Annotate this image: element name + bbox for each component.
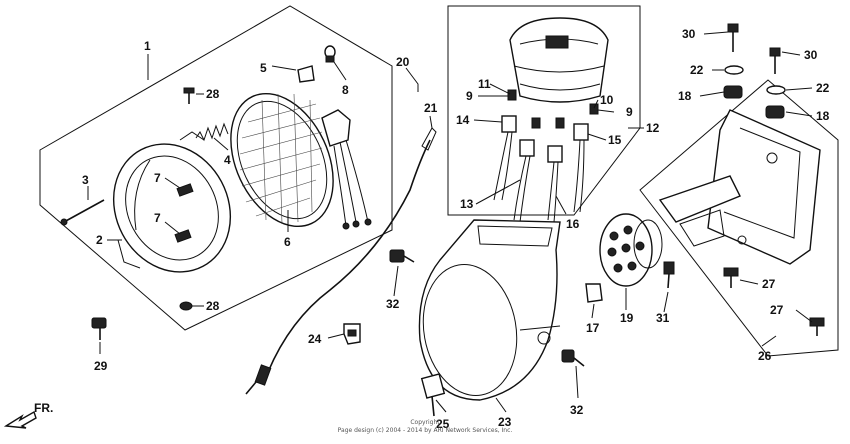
bolt-32-lower [561,349,585,367]
front-direction-arrow: FR. [3,401,53,429]
callout-27-upper: 27 [762,277,776,291]
callout-1: 1 [144,39,151,53]
copyright-footer: Copyright Page design (c) 2004 - 2014 by… [330,419,520,435]
callout-30-right: 30 [804,48,818,62]
bolt-30-right [769,47,781,74]
copyright-line: Copyright [410,419,440,426]
indicator-19 [599,213,663,287]
callout-29: 29 [94,359,108,373]
grommet-17 [585,283,603,303]
bracket-group-outline [639,79,839,357]
callout-28-upper: 28 [206,87,220,101]
speedometer-cable [245,127,437,395]
bolt-32-upper [389,249,415,263]
callout-26: 26 [758,349,772,363]
callout-23: 23 [498,415,512,429]
callout-18-left: 18 [678,89,692,103]
callout-7-upper: 7 [154,171,161,185]
callout-16: 16 [566,217,580,231]
washer-22-right [766,85,786,95]
tab-25 [420,373,446,417]
callout-21: 21 [424,101,438,115]
callout-2: 2 [96,233,103,247]
screw-27-lower [809,317,825,336]
callout-12: 12 [646,121,660,135]
meter-assembly [509,17,609,103]
screw-28-lower [179,301,193,311]
bulb-holder-5 [297,65,315,83]
callout-7-lower: 7 [154,211,161,225]
headlight-rim [112,131,232,273]
spring-4 [195,122,229,142]
screw-28-upper [183,87,195,104]
callout-8: 8 [342,83,349,97]
screw-27-upper [723,267,739,288]
callout-14: 14 [456,113,470,127]
headlight-case [418,219,561,401]
callout-28-lower: 28 [206,299,220,313]
bulb-8 [324,45,336,63]
page-design-line: Page design (c) 2004 - 2014 by ARI Netwo… [337,427,513,434]
callout-22-left: 22 [690,63,704,77]
callout-9-left: 9 [466,89,473,103]
callout-31: 31 [656,311,670,325]
screw-3 [60,199,105,226]
rubber-18-right [765,105,785,119]
callout-18-right: 18 [816,109,830,123]
headlight-unit [230,92,372,230]
callout-30-left: 30 [682,27,696,41]
callout-15: 15 [608,133,622,147]
callout-5: 5 [260,61,267,75]
callout-32-lower: 32 [570,403,584,417]
callout-25: 25 [436,417,450,431]
bolt-30-left [727,23,739,52]
callout-6: 6 [284,235,291,249]
callout-17: 17 [586,321,600,335]
meter-group-outline [447,5,641,216]
callout-19: 19 [620,311,634,325]
bolt-29 [91,317,107,340]
callout-3: 3 [82,173,89,187]
callout-9-right: 9 [626,105,633,119]
callout-4: 4 [224,153,231,167]
screw-31 [663,261,675,289]
callout-11: 11 [478,77,491,91]
callout-27-lower: 27 [770,303,784,317]
callout-20: 20 [396,55,410,69]
rubber-18-left [723,85,743,99]
callout-10: 10 [600,93,614,107]
callout-22-right: 22 [816,81,830,95]
callout-32-upper: 32 [386,297,400,311]
cable-clip-24 [343,323,361,345]
headlight-group-outline [39,5,393,331]
callout-13: 13 [460,197,474,211]
headlight-bracket [658,109,821,265]
meter-bulbs-and-wires [493,89,599,223]
callout-24: 24 [308,332,322,346]
callout-numbers: 1 2 3 4 5 6 7 7 8 9 9 10 11 12 13 14 15 … [82,27,830,431]
leader-lines [87,31,813,413]
washer-22-left [724,65,744,75]
front-direction-label: FR. [34,401,53,415]
